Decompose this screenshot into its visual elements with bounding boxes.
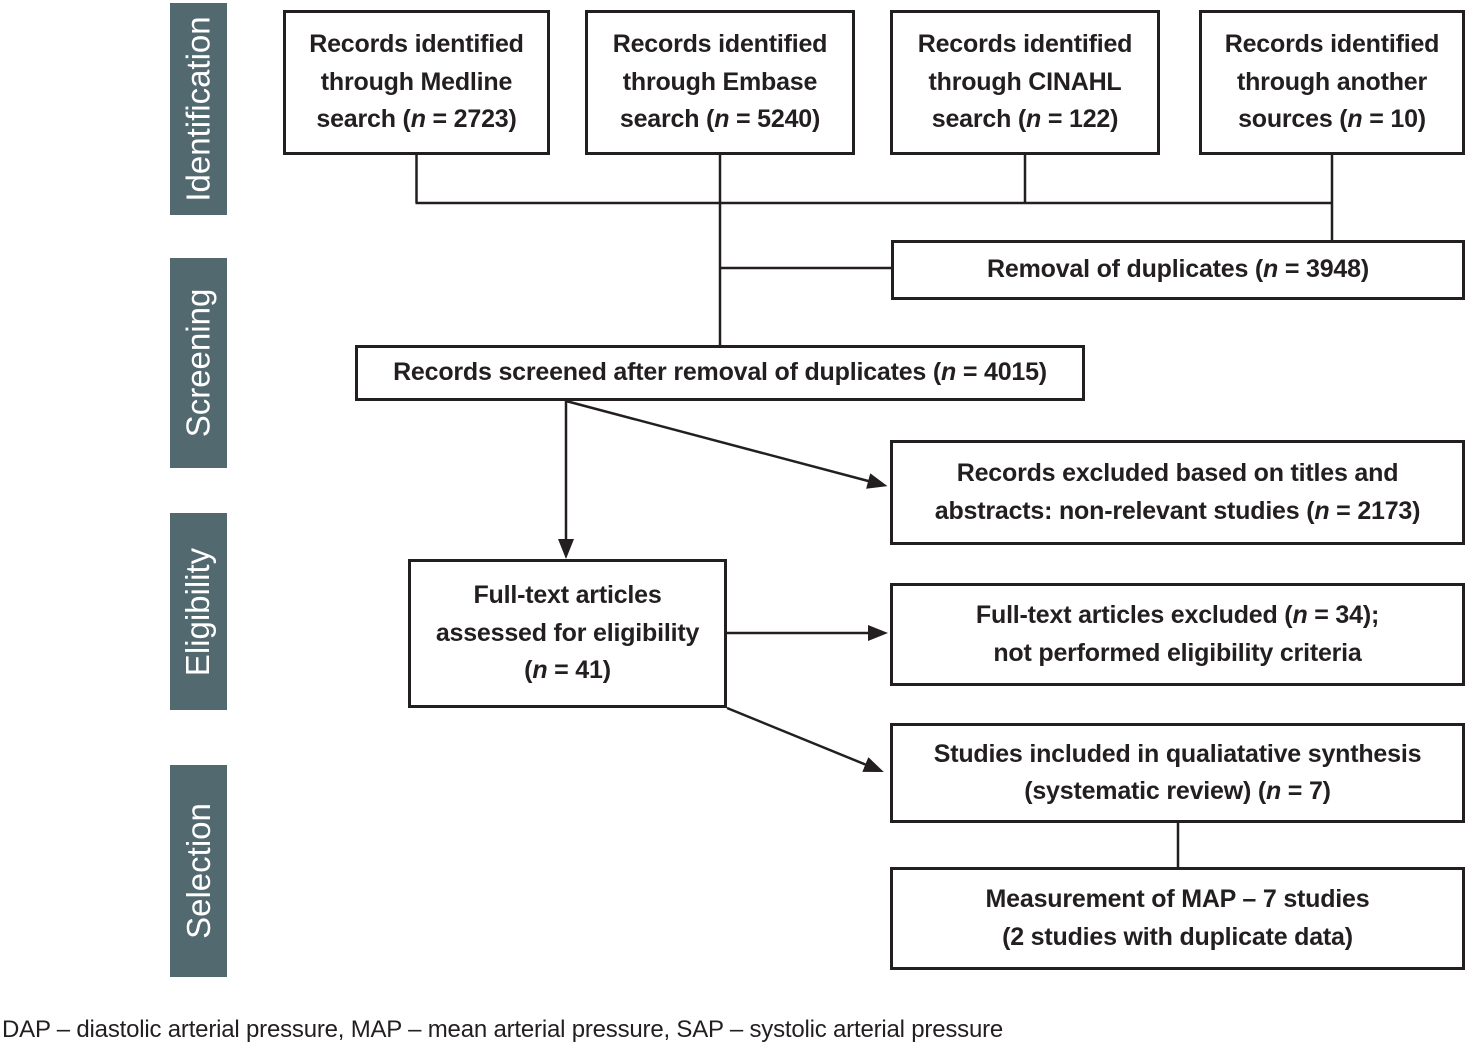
box-fulltext-excluded-text: Full-text articles excluded (n = 34);not… [975, 601, 1380, 667]
box-qualitative-synthesis: Studies included in qualiatative synthes… [890, 723, 1465, 823]
stage-label-eligibility: Eligibility [179, 547, 217, 676]
box-removal-of-duplicates-text: Removal of duplicates (n = 3948) [987, 255, 1369, 284]
stage-band-eligibility: Eligibility [170, 513, 227, 710]
box-removal-of-duplicates: Removal of duplicates (n = 3948) [891, 240, 1465, 300]
abbreviations-footnote: DAP – diastolic arterial pressure, MAP –… [2, 1016, 1004, 1043]
box-records-screened-text: Records screened after removal of duplic… [393, 358, 1047, 387]
stage-band-identification: Identification [170, 3, 227, 215]
stage-band-selection: Selection [170, 765, 227, 977]
arrow-fulltext-to-synthesis [726, 706, 884, 773]
stage-label-identification: Identification [179, 16, 217, 202]
box-records-screened: Records screened after removal of duplic… [355, 345, 1085, 401]
stage-label-screening: Screening [179, 288, 217, 438]
box-map-measurement: Measurement of MAP – 7 studies(2 studies… [890, 867, 1465, 970]
arrow-screened-to-excluded [565, 399, 888, 489]
box-fulltext-excluded: Full-text articles excluded (n = 34);not… [890, 583, 1465, 686]
stage-label-selection: Selection [179, 803, 217, 939]
stage-band-screening: Screening [170, 258, 227, 468]
box-map-measurement-text: Measurement of MAP – 7 studies(2 studies… [985, 885, 1370, 951]
box-qualitative-synthesis-text: Studies included in qualiatative synthes… [933, 739, 1422, 806]
